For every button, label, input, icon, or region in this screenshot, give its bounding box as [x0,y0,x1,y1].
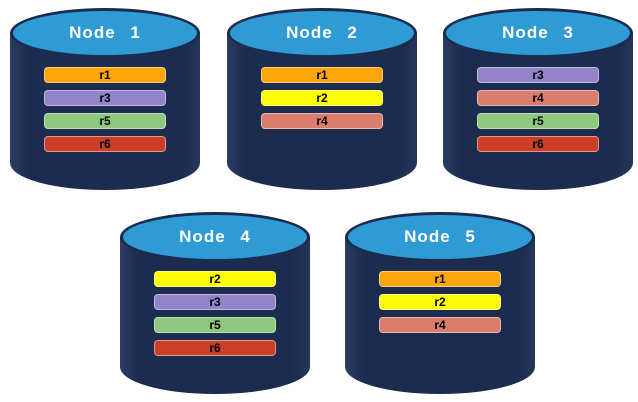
node-2-cylinder-body [227,32,417,190]
node-2-replica-list: r1 r2 r4 [261,67,383,129]
node-3-cylinder-body [443,32,633,190]
node-3-replica-bar-r3: r3 [477,67,599,83]
node-2-cylinder: r1 r2 r4 Node 2 [227,8,417,190]
node-5-replica-list: r1 r2 r4 [379,271,501,333]
node-5-cylinder-body [345,236,535,394]
node-4-title: Node 4 [179,227,251,246]
node-1-replica-bar-r3: r3 [44,90,166,106]
node-3-replica-list: r3 r4 r5 r6 [477,67,599,152]
node-5-cylinder: r1 r2 r4 Node 5 [345,212,535,394]
node-4-replica-bar-r3: r3 [154,294,276,310]
node-1-cylinder-body [10,32,200,190]
node-5-cylinder-top: Node 5 [345,212,535,262]
node-3-title: Node 3 [502,23,574,42]
node-3-cylinder: r3 r4 r5 r6 Node 3 [443,8,633,190]
node-5-title: Node 5 [404,227,476,246]
node-2-cylinder-top: Node 2 [227,8,417,58]
node-3-replica-bar-r5: r5 [477,113,599,129]
node-2-replica-bar-r1: r1 [261,67,383,83]
node-1-cylinder-top: Node 1 [10,8,200,58]
node-1-replica-bar-r1: r1 [44,67,166,83]
node-1-cylinder: r1 r3 r5 r6 Node 1 [10,8,200,190]
node-2-replica-bar-r4: r4 [261,113,383,129]
node-5-replica-bar-r4: r4 [379,317,501,333]
node-1-title: Node 1 [69,23,141,42]
node-5-replica-bar-r2: r2 [379,294,501,310]
node-1-replica-list: r1 r3 r5 r6 [44,67,166,152]
node-3-replica-bar-r4: r4 [477,90,599,106]
node-5-replica-bar-r1: r1 [379,271,501,287]
node-4-cylinder-top: Node 4 [120,212,310,262]
node-3-cylinder-top: Node 3 [443,8,633,58]
node-2-replica-bar-r2: r2 [261,90,383,106]
node-2-title: Node 2 [286,23,358,42]
node-4-replica-bar-r2: r2 [154,271,276,287]
node-4-cylinder: r2 r3 r5 r6 Node 4 [120,212,310,394]
node-3-replica-bar-r6: r6 [477,136,599,152]
node-4-replica-bar-r5: r5 [154,317,276,333]
node-1-replica-bar-r5: r5 [44,113,166,129]
node-1-replica-bar-r6: r6 [44,136,166,152]
node-4-replica-list: r2 r3 r5 r6 [154,271,276,356]
node-4-replica-bar-r6: r6 [154,340,276,356]
node-4-cylinder-body [120,236,310,394]
